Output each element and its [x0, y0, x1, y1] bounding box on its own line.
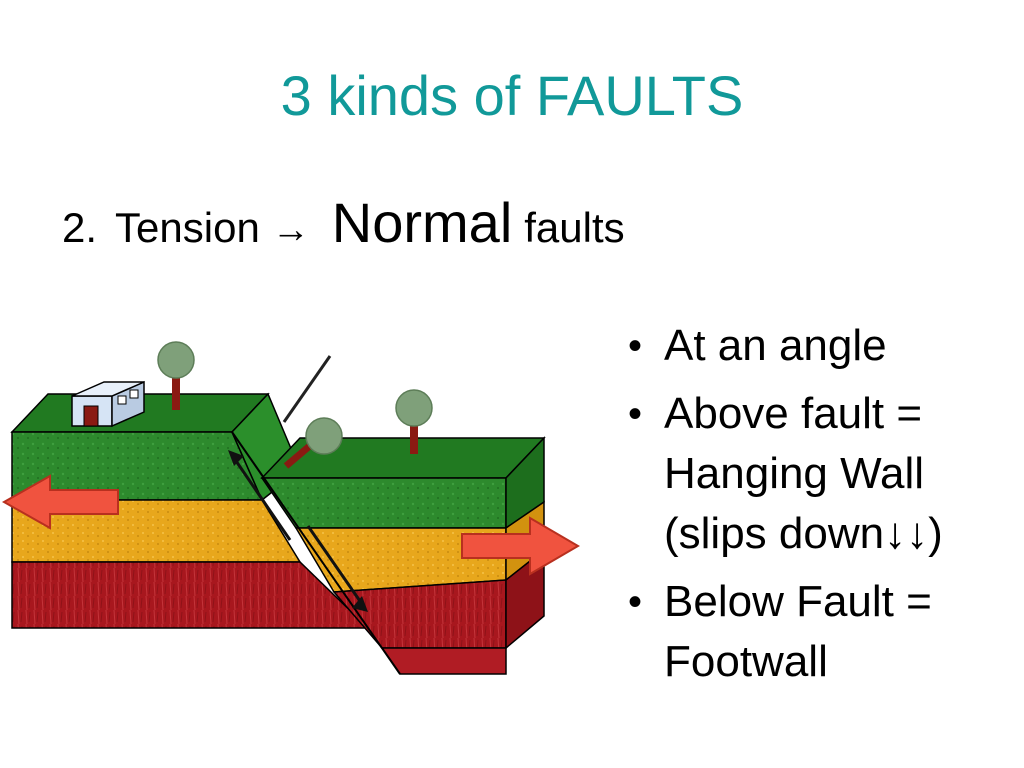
slip-arrow-up-head [228, 450, 244, 466]
bullet-line: At an angle [664, 321, 887, 370]
tree-stick [282, 355, 332, 423]
bullet-line: (slips down↓↓) [664, 509, 943, 558]
bullet-list: • At an angle • Above fault = Hanging Wa… [628, 316, 1018, 700]
subtitle-normal: Normal [331, 191, 513, 254]
footwall-rock [11, 561, 370, 629]
bullet-line: Footwall [664, 637, 828, 686]
slide-title: 3 kinds of FAULTS [280, 64, 744, 127]
subtitle-number: 2. [62, 204, 98, 251]
subtitle-tension: Tension [115, 204, 260, 251]
bullet-marker: • [628, 324, 643, 368]
bullet-marker: • [628, 392, 643, 436]
hanging-wall-block [231, 392, 546, 675]
tree-falling [283, 417, 343, 469]
bullet-item: • Above fault = Hanging Wall (slips down… [628, 384, 1018, 564]
slip-arrow-down [306, 525, 364, 605]
bullet-item: • At an angle [628, 316, 1018, 376]
hanging-wall-top [260, 437, 546, 479]
tree-footwall [157, 341, 195, 410]
tree-hanging-wall [395, 389, 433, 454]
slip-arrow-down-head [352, 596, 368, 612]
hanging-wall-bottom-edge [380, 647, 507, 675]
slide-subtitle: 2. Tension → Normal faults [62, 190, 625, 270]
hanging-wall-grass-front [260, 477, 507, 529]
bullet-item: • Below Fault = Footwall [628, 572, 1018, 692]
bullet-line: Above fault = [664, 389, 923, 438]
hanging-wall-rock [332, 579, 507, 649]
house [71, 380, 145, 428]
bullet-line: Hanging Wall [664, 449, 925, 498]
slip-arrows [228, 450, 368, 612]
slip-arrow-up [232, 457, 292, 541]
subtitle-arrow: → [271, 209, 310, 251]
subtitle-faults: faults [524, 204, 625, 251]
tension-arrow-left [1, 474, 119, 530]
normal-fault-diagram [1, 341, 580, 675]
bullet-line: Below Fault = [664, 577, 932, 626]
bullet-marker: • [628, 580, 643, 624]
tension-arrow-right [461, 516, 580, 576]
fault-line [231, 431, 401, 675]
